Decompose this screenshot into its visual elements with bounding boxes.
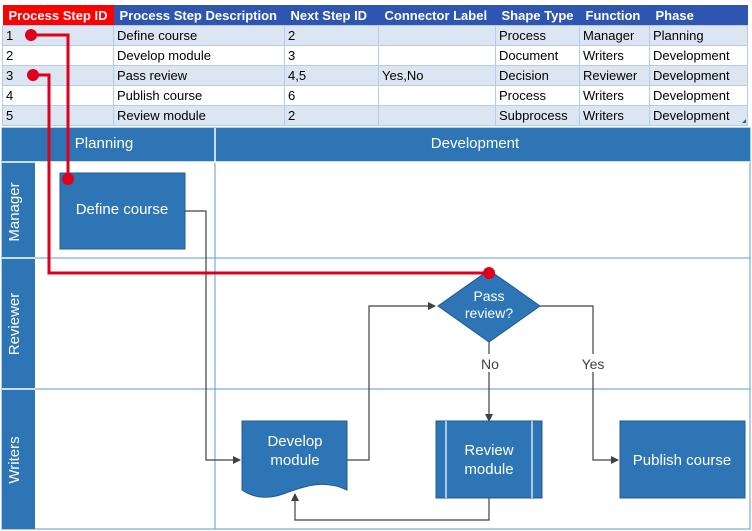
shape-label: review? bbox=[465, 305, 513, 321]
header-shape-type[interactable]: Shape Type bbox=[495, 5, 580, 26]
table-cell[interactable]: Development bbox=[649, 85, 748, 106]
connector-define-to-develop[interactable] bbox=[185, 210, 241, 464]
table-cell[interactable]: Writers bbox=[579, 105, 650, 126]
callout-dot bbox=[483, 267, 495, 279]
table-cell[interactable]: 6 bbox=[284, 85, 379, 106]
connector-label-no: No bbox=[481, 356, 499, 372]
table-cell[interactable]: 2 bbox=[2, 45, 114, 66]
table-row: 2 Develop module 3 Document Writers Deve… bbox=[2, 45, 748, 66]
table-cell[interactable] bbox=[378, 45, 496, 66]
lane-header-bar bbox=[2, 128, 35, 529]
shape-develop-module[interactable]: Develop module bbox=[241, 420, 348, 498]
shape-label: module bbox=[464, 461, 513, 478]
header-process-step-id[interactable]: Process Step ID bbox=[2, 5, 114, 26]
header-function[interactable]: Function bbox=[579, 5, 650, 26]
connector-yes[interactable] bbox=[540, 305, 619, 464]
table-cell[interactable]: 2 bbox=[284, 25, 379, 46]
table-cell[interactable] bbox=[378, 25, 496, 46]
table-cell[interactable]: 2 bbox=[284, 105, 379, 126]
lane-label-writers: Writers bbox=[6, 436, 23, 483]
table-cell[interactable]: Manager bbox=[579, 25, 650, 46]
table-row: 5 Review module 2 Subprocess Writers Dev… bbox=[2, 105, 748, 126]
header-connector-label[interactable]: Connector Label bbox=[378, 5, 496, 26]
table-cell[interactable]: Writers bbox=[579, 45, 650, 66]
table-resize-handle[interactable] bbox=[742, 119, 746, 123]
shape-label: Pass bbox=[473, 288, 504, 304]
header-phase[interactable]: Phase bbox=[649, 5, 748, 26]
table-header-row: Process Step ID Process Step Description… bbox=[2, 5, 748, 26]
table-cell[interactable]: Decision bbox=[495, 65, 580, 86]
shape-label: Define course bbox=[76, 201, 169, 218]
shape-pass-review-decision[interactable]: Pass review? bbox=[437, 269, 541, 343]
header-process-step-description[interactable]: Process Step Description bbox=[113, 5, 285, 26]
callout-row-3-to-pass-review bbox=[33, 73, 489, 275]
shape-label: Develop bbox=[267, 433, 322, 450]
table-cell[interactable]: Subprocess bbox=[495, 105, 580, 126]
shape-define-course[interactable]: Define course bbox=[59, 172, 186, 250]
table-row: 3 Pass review 4,5 Yes,No Decision Review… bbox=[2, 65, 748, 86]
phase-label-planning: Planning bbox=[75, 135, 133, 152]
phase-header-bar bbox=[2, 128, 750, 162]
callout-dot bbox=[25, 29, 37, 41]
table-cell[interactable]: Writers bbox=[579, 85, 650, 106]
table-cell[interactable]: Process bbox=[495, 85, 580, 106]
table-cell[interactable]: Define course bbox=[113, 25, 285, 46]
callout-lines bbox=[31, 33, 489, 275]
table-cell[interactable]: Reviewer bbox=[579, 65, 650, 86]
table-row: 4 Publish course 6 Process Writers Devel… bbox=[2, 85, 748, 106]
connector-label-yes: Yes bbox=[582, 356, 605, 372]
shape-publish-course[interactable]: Publish course bbox=[619, 420, 746, 499]
table-cell[interactable]: Development bbox=[649, 65, 748, 86]
header-next-step-id[interactable]: Next Step ID bbox=[284, 5, 379, 26]
process-data-table: Process Step ID Process Step Description… bbox=[2, 5, 748, 126]
phase-label-development: Development bbox=[431, 135, 520, 152]
table-cell[interactable]: 4,5 bbox=[284, 65, 379, 86]
shape-label: module bbox=[270, 452, 319, 469]
table-cell[interactable]: Document bbox=[495, 45, 580, 66]
callout-dot bbox=[27, 69, 39, 81]
lane-label-reviewer: Reviewer bbox=[6, 293, 23, 356]
table-cell[interactable]: Review module bbox=[113, 105, 285, 126]
table-cell[interactable]: Develop module bbox=[113, 45, 285, 66]
connectors bbox=[185, 210, 619, 521]
table-cell[interactable]: Development bbox=[649, 105, 748, 126]
table-cell[interactable]: 5 bbox=[2, 105, 114, 126]
connector-develop-to-review[interactable] bbox=[347, 302, 436, 461]
callout-row-1-to-define-course bbox=[31, 33, 70, 179]
shape-label: Publish course bbox=[633, 452, 731, 469]
lane-label-manager: Manager bbox=[6, 182, 23, 241]
connector-review-to-develop[interactable] bbox=[291, 493, 490, 521]
table-cell[interactable]: Publish course bbox=[113, 85, 285, 106]
shape-review-module-subprocess[interactable]: Review module bbox=[435, 420, 543, 499]
callout-dot bbox=[62, 173, 74, 185]
table-cell[interactable]: Development bbox=[649, 45, 748, 66]
shape-label: Review bbox=[464, 442, 513, 459]
